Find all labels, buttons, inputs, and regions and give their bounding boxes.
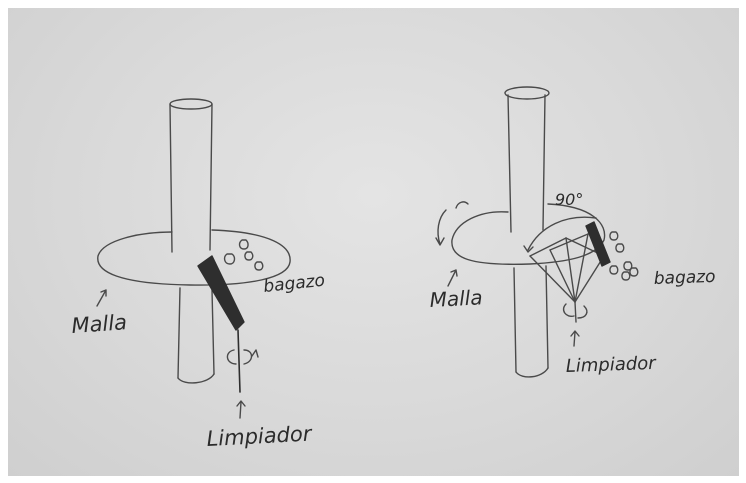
right-malla-arrow: [448, 270, 457, 286]
right-angle-label: 90°: [555, 190, 583, 209]
right-limpiador-label: Limpiador: [565, 353, 657, 377]
left-disc: [98, 230, 290, 285]
left-malla-arrow: [97, 290, 106, 306]
left-bagazo-particles: [225, 240, 263, 270]
right-limpiador-fan: [530, 222, 610, 322]
right-bagazo-particles: [610, 232, 638, 280]
left-upper-shaft: [170, 99, 212, 252]
left-limpiador-label: Limpiador: [206, 421, 313, 451]
right-lower-shaft: [514, 266, 548, 377]
right-disc: [452, 204, 605, 264]
left-limpiador-arrow: [237, 401, 245, 418]
right-sketch: [436, 87, 638, 377]
left-sketch: [97, 99, 290, 418]
left-bagazo-label: bagazo: [262, 271, 326, 297]
left-limpiador-blade: [198, 256, 258, 392]
left-lower-shaft: [178, 288, 214, 383]
right-malla-label: Malla: [429, 285, 483, 312]
left-malla-label: Malla: [71, 310, 128, 338]
right-bagazo-label: bagazo: [653, 267, 715, 289]
right-upper-shaft: [505, 87, 549, 232]
right-limpiador-arrow: [571, 331, 579, 346]
right-disc-rotation-arrow: [436, 210, 446, 245]
right-rotation-mark: [456, 202, 468, 208]
